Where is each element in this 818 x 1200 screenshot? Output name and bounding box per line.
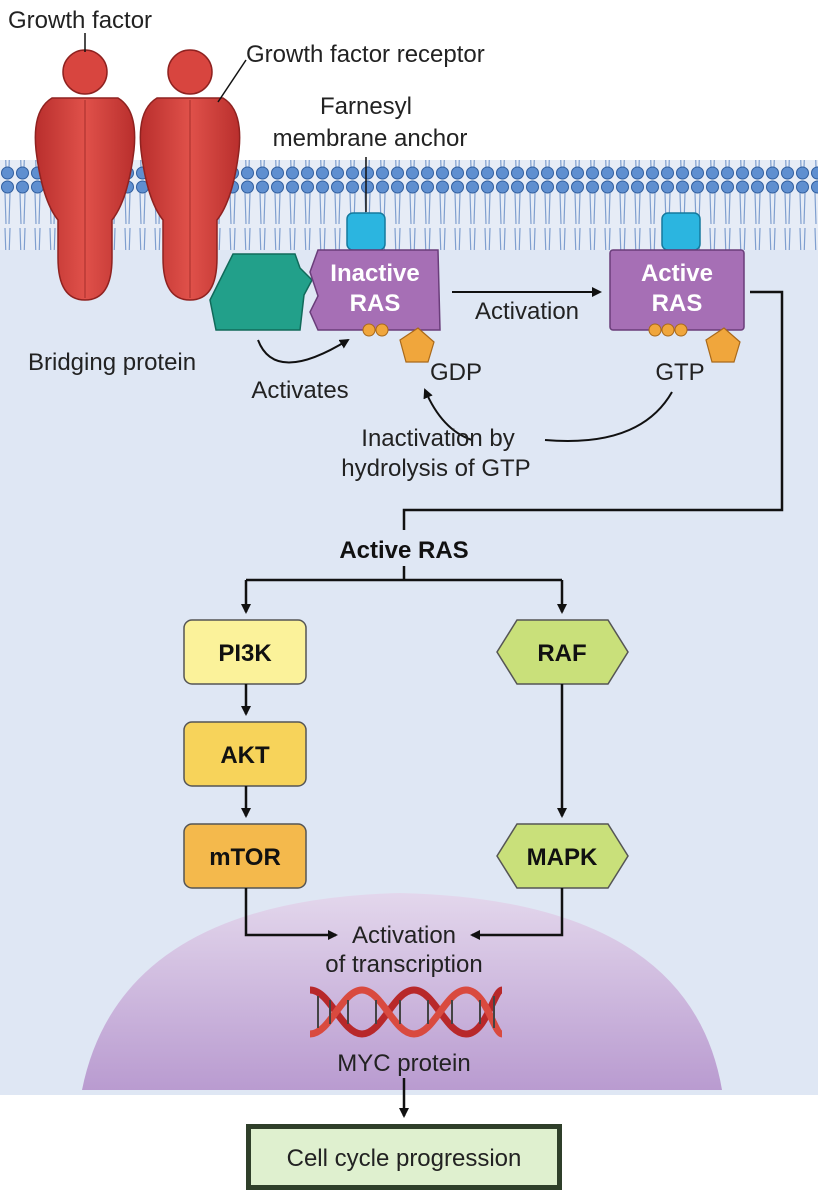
branch-line (246, 566, 562, 582)
label-gtp: GTP (655, 359, 704, 386)
label-mtor: mTOR (209, 844, 281, 871)
label-raf: RAF (537, 640, 586, 667)
mapk-transcription-arrow (470, 888, 564, 940)
label-growth-factor: Growth factor (8, 7, 152, 34)
label-active-ras-1: Active (641, 260, 713, 287)
inactivation-arrow (423, 388, 473, 441)
raf-hexagon (496, 619, 629, 685)
activates-arrow (257, 338, 350, 364)
label-active-ras-2: RAS (652, 290, 703, 317)
gtp-phosphates (648, 323, 688, 337)
label-inactive-ras-2: RAS (350, 290, 401, 317)
label-farnesyl-2: membrane anchor (273, 125, 468, 152)
label-pi3k: PI3K (218, 640, 272, 667)
growth-factor-receptor-right (139, 97, 241, 301)
label-activates: Activates (251, 377, 348, 404)
label-activation: Activation (475, 298, 579, 325)
growth-factor-ligand-left (62, 49, 108, 95)
label-cell-cycle-progression: Cell cycle progression (287, 1145, 522, 1172)
label-active-ras-branch: Active RAS (339, 537, 468, 564)
growth-factor-ligand-right (167, 49, 213, 95)
bridging-protein (209, 253, 313, 331)
farnesyl-anchor-inactive (346, 212, 386, 251)
label-inactive-ras-1: Inactive (330, 260, 419, 287)
label-inactivation-2: hydrolysis of GTP (341, 455, 530, 482)
dna-helix-icon (309, 986, 504, 1038)
label-activation-of-2: of transcription (325, 951, 482, 978)
gdp-base (399, 327, 435, 363)
label-myc-protein: MYC protein (337, 1050, 470, 1077)
cell-cycle-box (251, 1129, 557, 1185)
gdp-phosphates (362, 323, 389, 337)
label-inactivation-1: Inactivation by (361, 425, 514, 452)
active-ras-connector (402, 290, 784, 530)
label-akt: AKT (220, 742, 270, 769)
label-gdp: GDP (430, 359, 482, 386)
inactive-ras (309, 249, 441, 331)
receptor-leader (217, 59, 247, 103)
label-bridging-protein: Bridging protein (28, 349, 196, 376)
label-farnesyl-1: Farnesyl (320, 93, 412, 120)
inactivation-line (544, 391, 673, 442)
mtor-transcription-arrow (244, 888, 338, 940)
label-activation-of-1: Activation (352, 922, 456, 949)
gtp-base (705, 327, 741, 363)
label-growth-factor-receptor: Growth factor receptor (246, 41, 485, 68)
growth-factor-receptor-left (34, 97, 136, 301)
label-mapk: MAPK (527, 844, 598, 871)
mapk-hexagon (496, 823, 629, 889)
farnesyl-anchor-active (661, 212, 701, 251)
